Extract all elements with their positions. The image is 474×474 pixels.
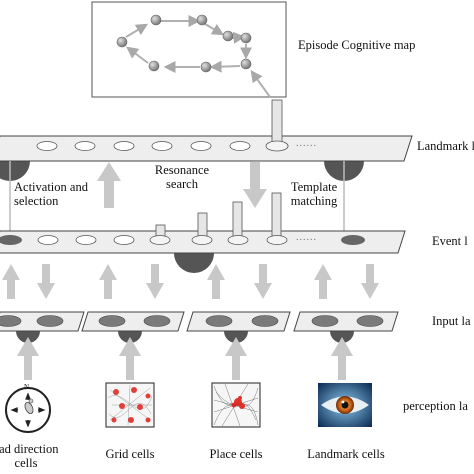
event-dots: ...... xyxy=(296,232,317,243)
event-layer-label: Event l xyxy=(432,234,468,248)
eye-icon xyxy=(318,383,372,427)
map-node xyxy=(148,60,160,72)
episode-map-label: Episode Cognitive map xyxy=(298,38,416,52)
template-arrow xyxy=(243,162,267,208)
landmark-dots: ...... xyxy=(296,138,317,149)
grid-cell-firing-map-icon xyxy=(105,382,155,428)
head-direction-line: ead direction xyxy=(0,442,59,456)
landmark-layer xyxy=(0,99,413,181)
activation-selection-label: Activation and selection xyxy=(14,180,88,209)
activation-arrow xyxy=(97,162,121,208)
episode-cognitive-map xyxy=(91,1,287,98)
map-node xyxy=(200,61,212,73)
landmark-cells-label: Landmark cells xyxy=(307,447,385,461)
compass-north-label: N xyxy=(24,383,30,391)
place-cells-label: Place cells xyxy=(209,447,263,461)
selection-line: selection xyxy=(14,194,59,209)
input-layer-label: Input la xyxy=(432,314,471,328)
resonance-search-label: Resonance search xyxy=(151,163,213,192)
input-layer xyxy=(0,311,399,343)
landmark-layer-label: Landmark l xyxy=(417,139,474,153)
grid-cells-label: Grid cells xyxy=(105,447,155,461)
perception-input-arrows xyxy=(17,337,353,380)
perception-layer-label: perception la xyxy=(403,399,468,413)
map-node xyxy=(150,14,162,26)
map-node xyxy=(116,36,128,48)
compass-rat-icon xyxy=(5,387,51,433)
matching-line: matching xyxy=(290,194,338,209)
activation-line: Activation and xyxy=(14,180,88,194)
template-matching-label: Template matching xyxy=(284,180,344,209)
search-line: search xyxy=(166,177,198,192)
map-node xyxy=(240,58,252,70)
place-cell-firing-map-icon xyxy=(211,382,261,428)
event-layer xyxy=(0,192,406,273)
map-node xyxy=(222,30,234,42)
event-input-arrows xyxy=(2,264,379,299)
resonance-line: Resonance xyxy=(154,163,210,177)
head-direction-cells-label: ead direction cells xyxy=(0,442,62,471)
map-node xyxy=(240,32,252,44)
map-node xyxy=(196,14,208,26)
template-line: Template xyxy=(290,180,338,194)
cells-line: cells xyxy=(14,456,38,471)
